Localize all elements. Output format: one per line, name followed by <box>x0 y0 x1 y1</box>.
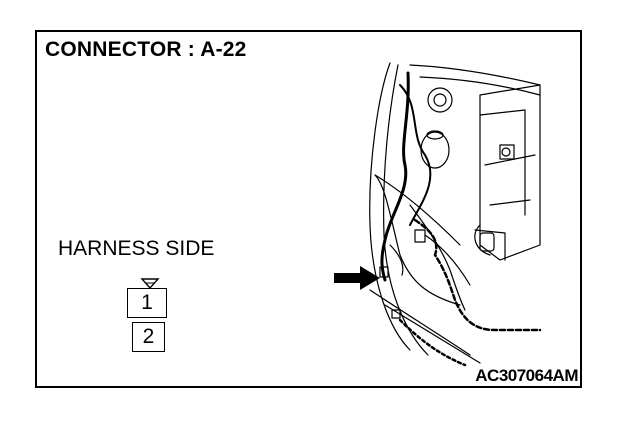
harness-side-label: HARNESS SIDE <box>58 237 215 260</box>
connector-pin-2: 2 <box>132 322 165 352</box>
engine-bay-drawing <box>369 62 542 367</box>
connector-pin-1: 1 <box>127 288 167 318</box>
pointer-arrow-icon <box>334 266 380 290</box>
connector-latch-icon <box>140 278 160 290</box>
connector-title: CONNECTOR : A-22 <box>45 38 247 61</box>
figure-code: AC307064AM <box>475 366 578 385</box>
diagram-frame <box>35 30 582 388</box>
